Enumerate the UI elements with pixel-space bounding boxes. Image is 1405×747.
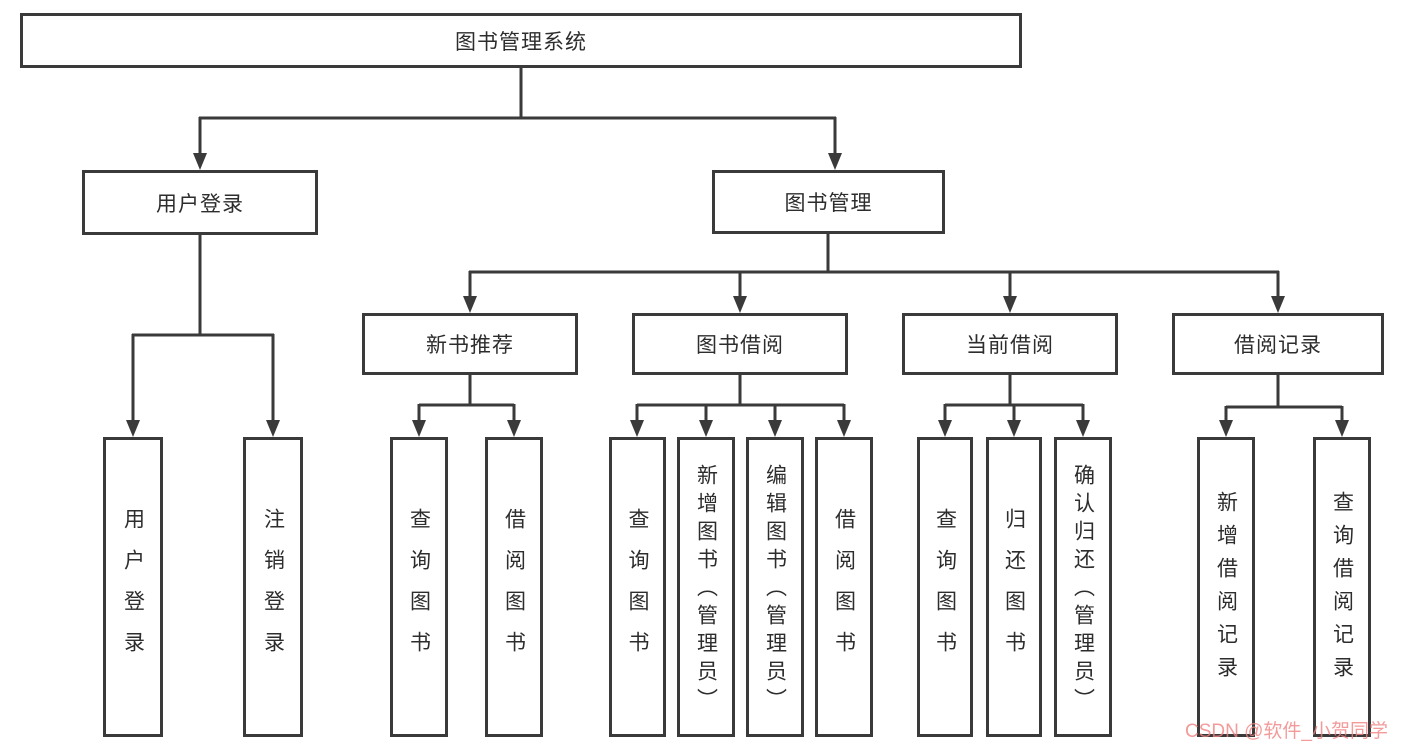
leaf-query-books-recommend: 查询图书 <box>390 437 448 737</box>
node-book-management: 图书管理 <box>712 170 945 234</box>
leaf-borrow-books-recommend: 借阅图书 <box>485 437 543 737</box>
node-root: 图书管理系统 <box>20 13 1022 68</box>
node-current-borrow: 当前借阅 <box>902 313 1118 375</box>
leaf-add-book-admin: 新增图书（管理员） <box>677 437 735 737</box>
leaf-query-books-current: 查询图书 <box>917 437 973 737</box>
leaf-logout: 注销登录 <box>243 437 303 737</box>
node-user-login: 用户登录 <box>82 170 318 235</box>
leaf-borrow-books: 借阅图书 <box>815 437 873 737</box>
leaf-return-book: 归还图书 <box>986 437 1042 737</box>
leaf-confirm-return-admin: 确认归还（管理员） <box>1054 437 1112 737</box>
leaf-add-borrow-record: 新增借阅记录 <box>1197 437 1255 737</box>
csdn-watermark: CSDN @软件_小贺同学 <box>1185 721 1388 742</box>
leaf-user-login: 用户登录 <box>103 437 163 737</box>
leaf-edit-book-admin: 编辑图书（管理员） <box>746 437 804 737</box>
node-borrow-records: 借阅记录 <box>1172 313 1384 375</box>
leaf-query-books-borrow: 查询图书 <box>609 437 666 737</box>
node-new-book-recommend: 新书推荐 <box>362 313 578 375</box>
leaf-query-borrow-record: 查询借阅记录 <box>1313 437 1371 737</box>
node-book-borrow: 图书借阅 <box>632 313 848 375</box>
